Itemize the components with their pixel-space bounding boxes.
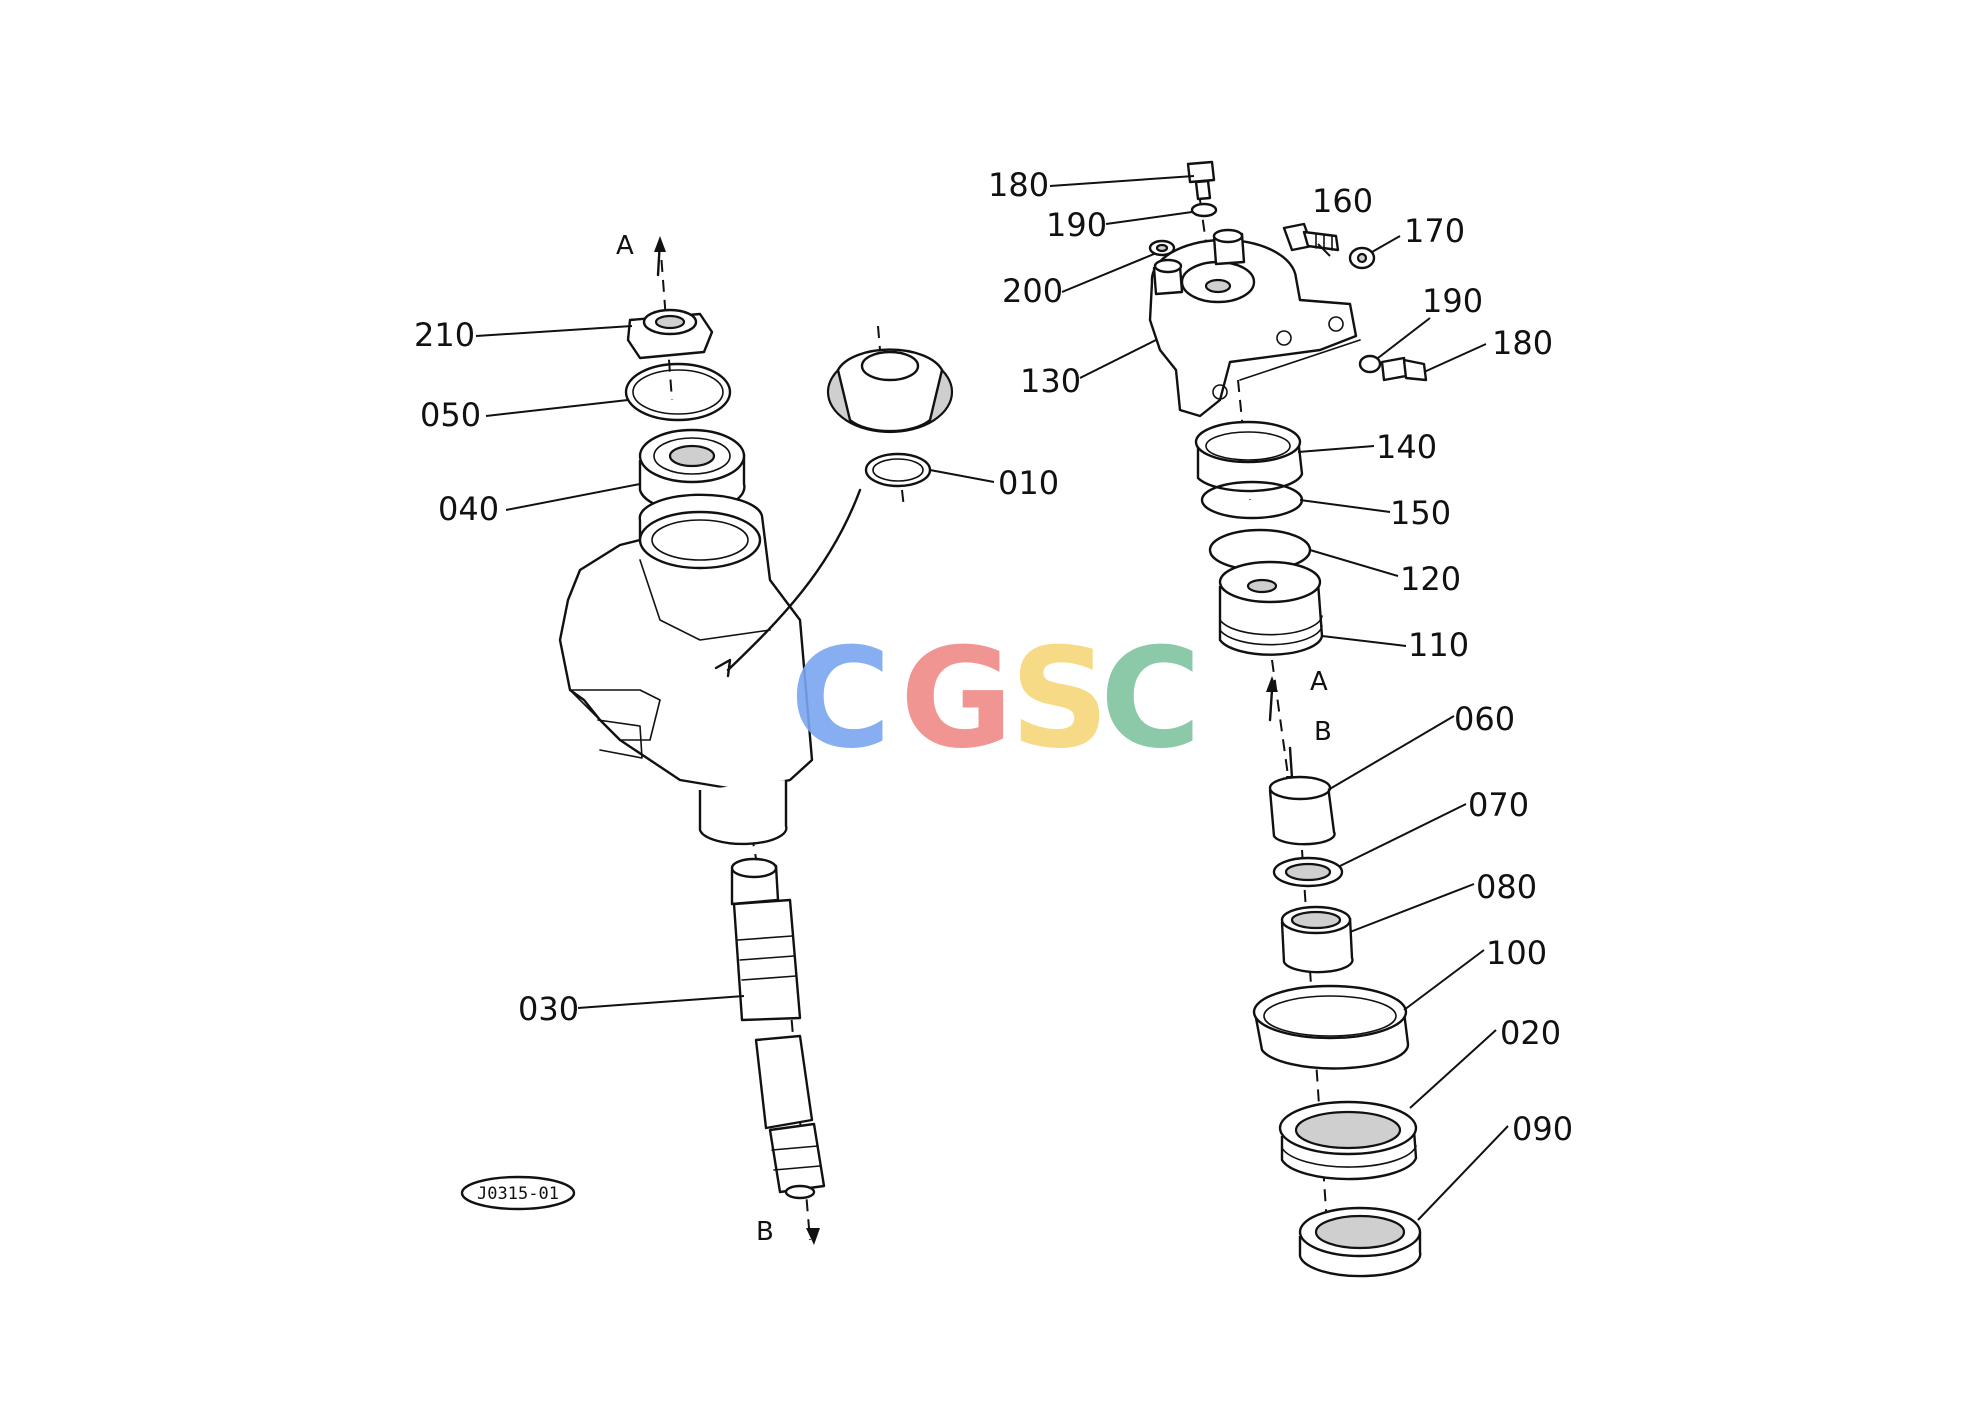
- part-180-bolt-top: [1186, 160, 1216, 201]
- part-140-collar: [1194, 420, 1304, 493]
- part-050-snap-ring: [624, 362, 732, 422]
- watermark-letter-2: G: [900, 618, 1013, 779]
- label-080: 080: [1476, 868, 1537, 906]
- drawing-code-label: J0315-01: [460, 1175, 576, 1211]
- part-130-bracket: [1148, 228, 1361, 418]
- section-marker-a-top: A: [616, 231, 634, 261]
- label-150: 150: [1390, 494, 1451, 532]
- part-170-washer: [1348, 246, 1376, 270]
- label-070: 070: [1468, 786, 1529, 824]
- part-190-washer-right: [1358, 354, 1382, 374]
- label-130: 130: [1020, 362, 1081, 400]
- part-180-bolt-right: [1380, 356, 1428, 382]
- part-210-locknut: [626, 308, 714, 360]
- part-labels: 210 050 040 030 010 180 190 200 130 160 …: [414, 166, 1573, 1247]
- section-marker-b-right: B: [1314, 717, 1332, 747]
- label-060: 060: [1454, 700, 1515, 738]
- label-190-right: 190: [1422, 282, 1483, 320]
- label-200: 200: [1002, 272, 1063, 310]
- section-marker-a-right: A: [1310, 667, 1328, 697]
- label-180-right: 180: [1492, 324, 1553, 362]
- leader-lines: [475, 175, 1509, 1221]
- part-090-seal: [1298, 1206, 1422, 1278]
- label-100: 100: [1486, 934, 1547, 972]
- cgsc-watermark: C G S C: [790, 618, 1201, 779]
- label-110: 110: [1408, 626, 1469, 664]
- label-180-top: 180: [988, 166, 1049, 204]
- part-070-seal: [1272, 856, 1344, 888]
- section-marker-b-bottom: B: [756, 1217, 774, 1247]
- label-120: 120: [1400, 560, 1461, 598]
- part-190-washer-top: [1190, 202, 1218, 218]
- part-200-cap: [1148, 239, 1176, 257]
- label-140: 140: [1376, 428, 1437, 466]
- watermark-letter-3: S: [1010, 618, 1109, 779]
- label-190-top: 190: [1046, 206, 1107, 244]
- part-100-bearing-cup: [1252, 984, 1410, 1070]
- part-110-piston: [1218, 560, 1324, 656]
- right-assembly: [1148, 160, 1428, 1278]
- label-020: 020: [1500, 1014, 1561, 1052]
- part-010-snap-ring: [864, 452, 932, 509]
- part-020-bearing: [1278, 1100, 1418, 1181]
- label-050: 050: [420, 396, 481, 434]
- part-160-bolt: [1282, 222, 1340, 252]
- watermark-letter-1: C: [790, 618, 891, 779]
- part-030-shaft: [730, 857, 826, 1200]
- label-090: 090: [1512, 1110, 1573, 1148]
- left-assembly: J0315-01: [460, 236, 954, 1245]
- label-040: 040: [438, 490, 499, 528]
- label-170: 170: [1404, 212, 1465, 250]
- label-030: 030: [518, 990, 579, 1028]
- gear-housing: [558, 488, 862, 846]
- bevel-gear: [826, 325, 954, 434]
- drawing-code-text: J0315-01: [477, 1184, 559, 1204]
- label-160: 160: [1312, 182, 1373, 220]
- label-210: 210: [414, 316, 475, 354]
- part-080-needle-bearing: [1280, 905, 1354, 974]
- label-010: 010: [998, 464, 1059, 502]
- watermark-letter-4: C: [1100, 618, 1201, 779]
- part-060-bushing: [1268, 775, 1336, 846]
